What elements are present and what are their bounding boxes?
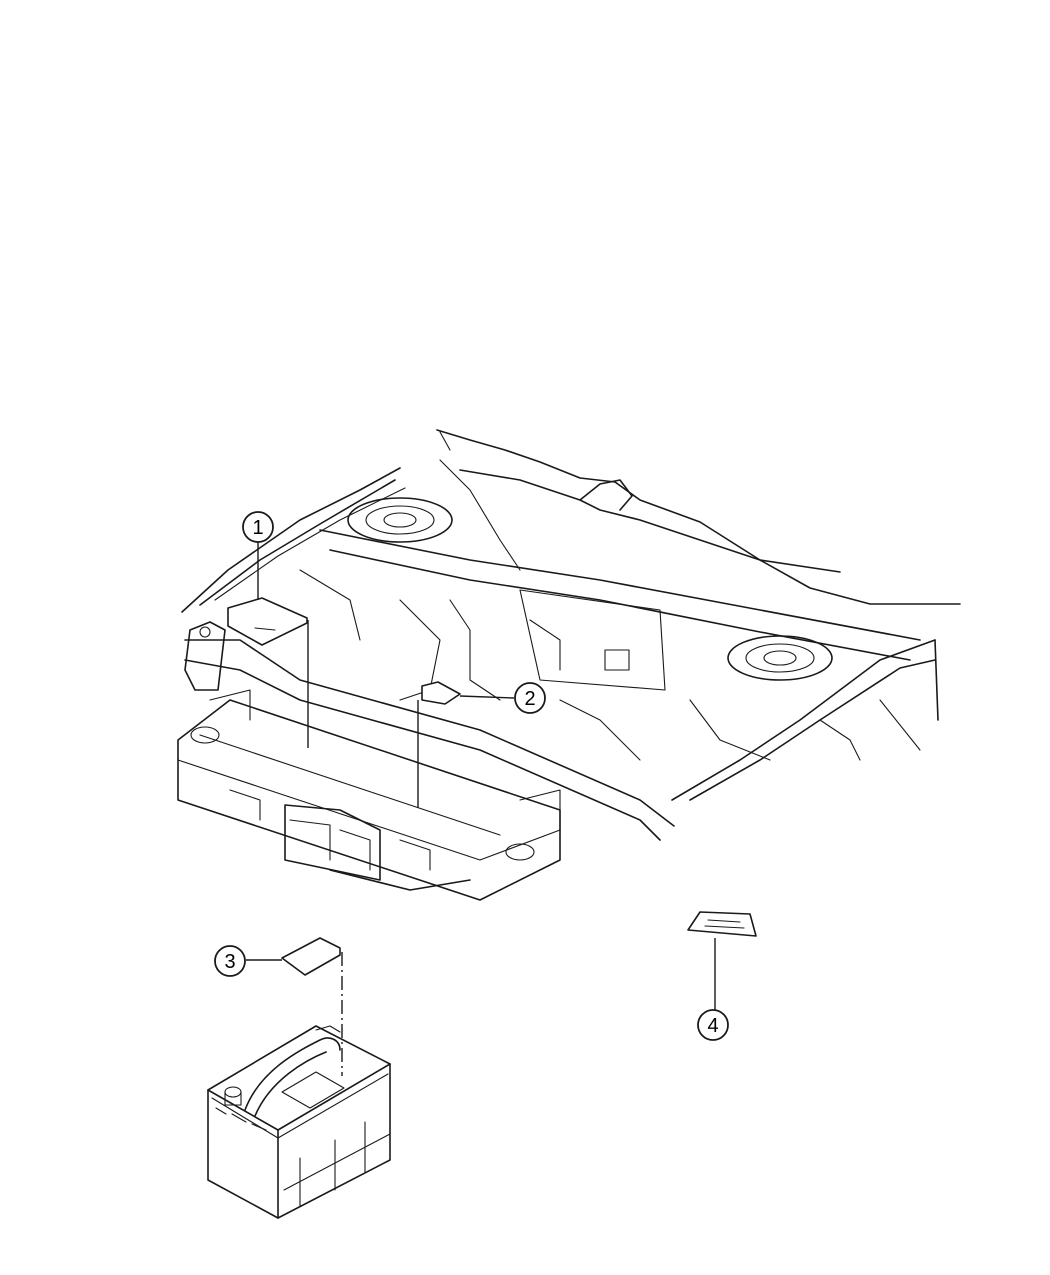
callout-2-label: 2 xyxy=(524,688,535,710)
callout-3-label: 3 xyxy=(224,951,235,973)
decal-4 xyxy=(687,911,757,937)
decal-1 xyxy=(227,597,308,646)
callout-2: 2 xyxy=(514,682,546,714)
leader-line-2 xyxy=(459,695,515,699)
callout-1: 1 xyxy=(242,511,274,543)
decal-3 xyxy=(281,937,341,976)
callout-4-label: 4 xyxy=(707,1015,718,1037)
engine-compartment-illustration xyxy=(177,429,961,901)
callout-4: 4 xyxy=(697,1009,729,1041)
callout-3: 3 xyxy=(214,945,246,977)
callout-1-label: 1 xyxy=(252,517,263,539)
battery-illustration xyxy=(207,1025,391,1219)
decal-2 xyxy=(421,681,461,705)
